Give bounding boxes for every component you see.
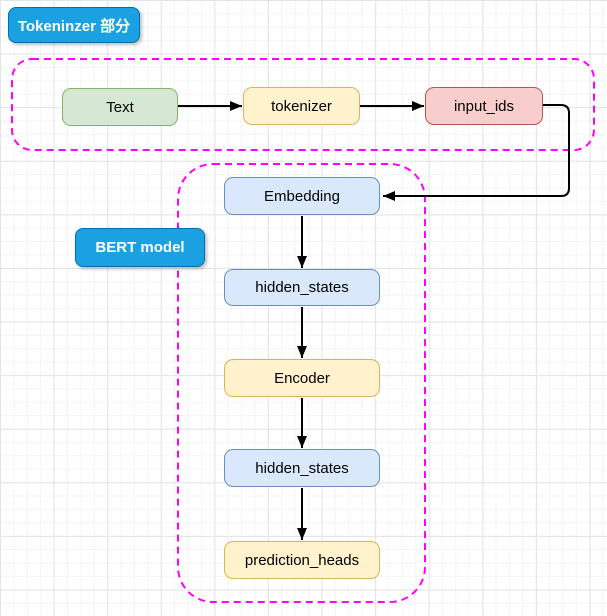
bert-model-container bbox=[177, 163, 426, 603]
embedding-node: Embedding bbox=[224, 177, 380, 215]
bert-model-label: BERT model bbox=[75, 228, 205, 267]
text-node: Text bbox=[62, 88, 178, 126]
arrow-input-ids-to-embedding bbox=[383, 104, 570, 201]
hidden-states-node-2: hidden_states bbox=[224, 449, 380, 487]
tokenizer-section-label: Tokeninzer 部分 bbox=[8, 7, 140, 43]
prediction-heads-node: prediction_heads bbox=[224, 541, 380, 579]
tokenizer-section-container bbox=[11, 58, 595, 151]
tokenizer-node: tokenizer bbox=[243, 87, 360, 125]
hidden-states-node-1: hidden_states bbox=[224, 269, 380, 306]
input-ids-node: input_ids bbox=[425, 87, 543, 125]
encoder-node: Encoder bbox=[224, 359, 380, 397]
